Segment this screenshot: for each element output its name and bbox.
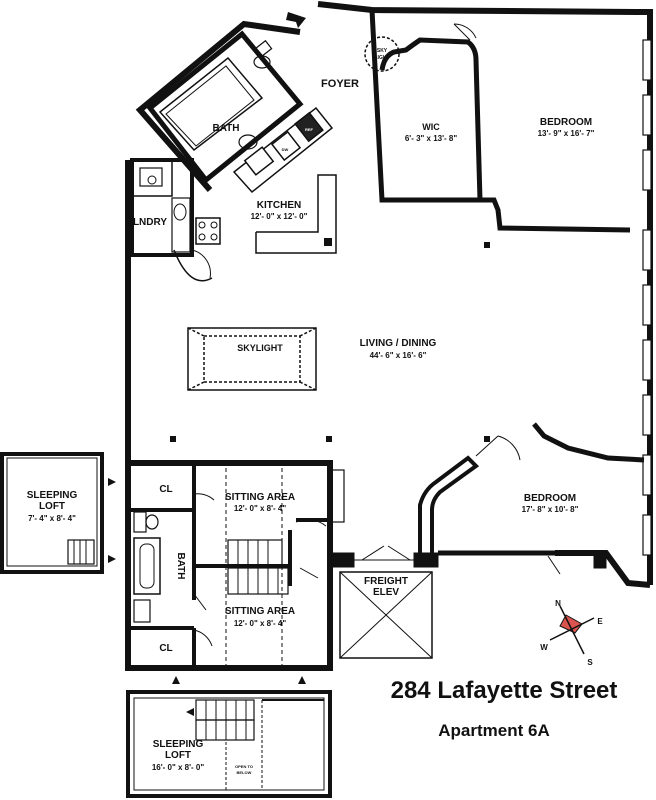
labels: SKY LIGHT FOYER WIC 6'- 3" x 13'- 8" BED…: [27, 48, 618, 775]
living-dining-dims: 44'- 6" x 16'- 6": [370, 351, 427, 360]
sitting-area-2-label: SITTING AREA: [225, 606, 295, 617]
bath-2-label: BATH: [175, 552, 186, 579]
sleeping-loft-2-label-2: LOFT: [165, 750, 191, 761]
sleeping-loft-1-label-2: LOFT: [39, 501, 65, 512]
sitting-area-2-dims: 12'- 0" x 8'- 4": [234, 619, 287, 628]
kitchen-dims: 12'- 0" x 12'- 0": [251, 212, 308, 221]
kitchen-label: KITCHEN: [257, 200, 301, 211]
freight-elevator: [329, 545, 439, 659]
left-block: [130, 463, 345, 665]
open-to-below-label-2: BELOW: [237, 770, 252, 775]
laundry-label: LNDRY: [133, 217, 167, 228]
columns: [170, 242, 490, 442]
open-to-below-label: OPEN TO: [235, 764, 253, 769]
compass-s: S: [587, 658, 593, 667]
kitchen-counter-angled: [232, 106, 334, 194]
closet-1-label: CL: [159, 484, 172, 495]
address-unit: Apartment 6A: [438, 721, 549, 740]
sleeping-loft-2-label: SLEEPING: [153, 739, 204, 750]
ref-label: REF: [305, 127, 314, 132]
entry-arrow-icon: [286, 12, 306, 28]
freight-elev-label: FREIGHT: [364, 576, 408, 587]
sleeping-loft-1: [0, 452, 104, 574]
sitting-area-1-label: SITTING AREA: [225, 492, 295, 503]
loft-1-arrows: [108, 478, 116, 563]
compass-n: N: [555, 599, 561, 608]
wic-label: WIC: [422, 122, 440, 132]
exterior-walls: [125, 1, 653, 671]
bedroom-2-walls: [418, 422, 645, 575]
sleeping-loft-1-label: SLEEPING: [27, 490, 78, 501]
living-skylight: [187, 327, 317, 391]
bath-1-block: [146, 30, 304, 184]
loft-2-arrows: [172, 676, 306, 716]
compass-e: E: [597, 617, 603, 626]
skylight-small-label: SKY: [377, 48, 388, 54]
bedroom-1-label: BEDROOM: [540, 117, 592, 128]
foyer-label: FOYER: [321, 78, 359, 90]
bedroom-2-dims: 17'- 8" x 10'- 8": [522, 505, 579, 514]
compass-icon: [549, 605, 595, 655]
living-dining-label: LIVING / DINING: [360, 338, 437, 349]
sleeping-loft-2: [126, 690, 332, 798]
wic-dims: 6'- 3" x 13'- 8": [405, 134, 458, 143]
kitchen-laundry: [130, 158, 337, 282]
dw-label: DW: [282, 147, 289, 152]
freight-elev-label-2: ELEV: [373, 587, 399, 598]
skylight-small-label-2: LIGHT: [375, 55, 390, 61]
address-street: 284 Lafayette Street: [391, 677, 618, 704]
right-wall-windows: [642, 39, 652, 556]
bedroom-1-dims: 13'- 9" x 16'- 7": [538, 129, 595, 138]
wic-door-swings: [453, 23, 477, 41]
skylight-large-label: SKYLIGHT: [237, 343, 283, 353]
closet-2-label: CL: [159, 643, 172, 654]
sleeping-loft-1-dims: 7'- 4" x 8'- 4": [28, 514, 76, 523]
compass-w: W: [540, 643, 548, 652]
bath-1-label: BATH: [212, 123, 239, 134]
bedroom-2-label: BEDROOM: [524, 493, 576, 504]
wic-walls: [369, 9, 631, 233]
sitting-area-1-dims: 12'- 0" x 8'- 4": [234, 504, 287, 513]
sleeping-loft-2-dims: 16'- 0" x 8'- 0": [152, 763, 205, 772]
